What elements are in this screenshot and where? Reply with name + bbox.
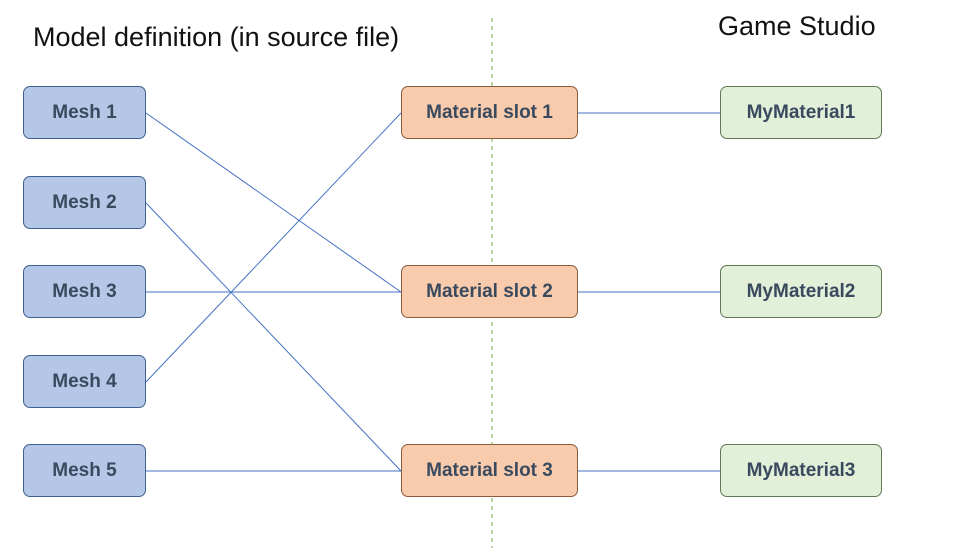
connector-group [145, 112, 720, 472]
game-studio-heading: Game Studio [718, 11, 876, 41]
mesh-2-box[interactable]: Mesh 2 [23, 176, 146, 229]
mesh-4-box[interactable]: Mesh 4 [23, 355, 146, 408]
mesh-slot-connector [145, 202, 402, 472]
mesh-slot-connector [145, 112, 402, 293]
material-slot-1-box[interactable]: Material slot 1 [401, 86, 578, 139]
mesh-1-box[interactable]: Mesh 1 [23, 86, 146, 139]
my-material-3-box[interactable]: MyMaterial3 [720, 444, 882, 497]
model-definition-heading: Model definition (in source file) [33, 22, 400, 52]
my-material-1-box[interactable]: MyMaterial1 [720, 86, 882, 139]
mesh-5-box[interactable]: Mesh 5 [23, 444, 146, 497]
material-slot-2-box[interactable]: Material slot 2 [401, 265, 578, 318]
material-slot-3-box[interactable]: Material slot 3 [401, 444, 578, 497]
mesh-slot-connector [145, 112, 402, 383]
my-material-2-box[interactable]: MyMaterial2 [720, 265, 882, 318]
mesh-3-box[interactable]: Mesh 3 [23, 265, 146, 318]
